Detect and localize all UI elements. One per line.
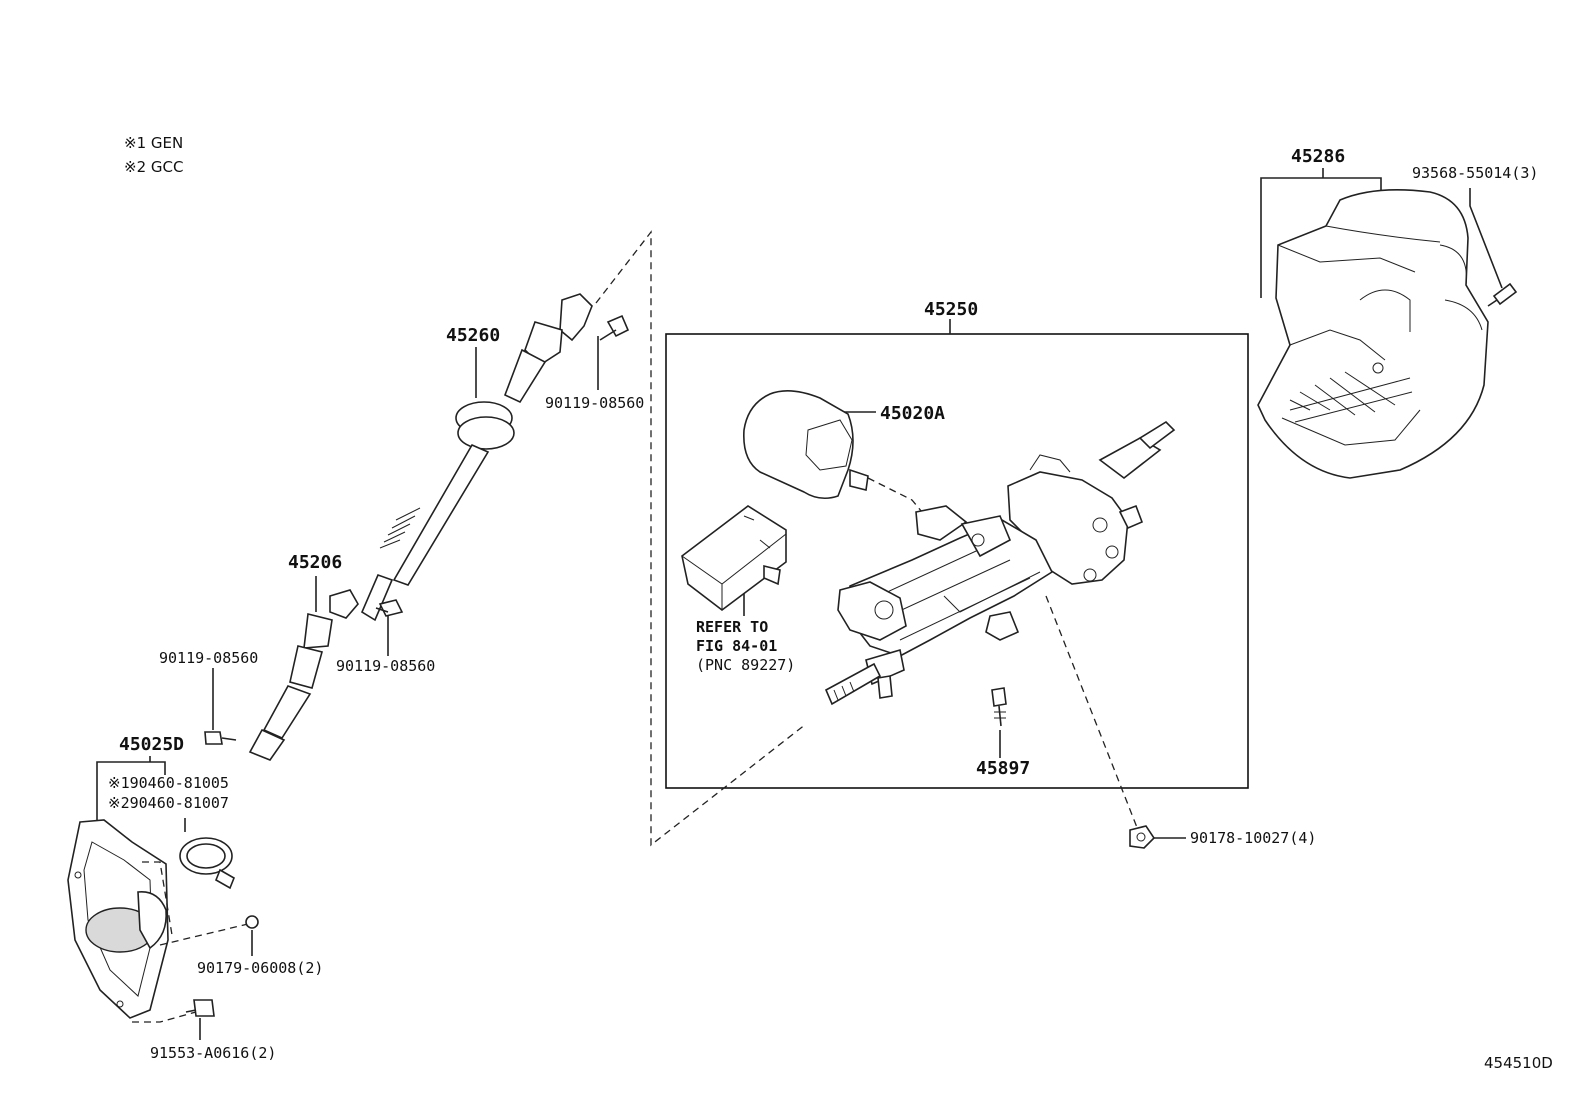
legend-item-gen: ※1 GEN xyxy=(124,136,183,151)
callout-90178-10027[interactable]: 90178-10027(4) xyxy=(1190,829,1317,847)
column-cover-part xyxy=(1257,188,1489,479)
bolt-90119-mid-part xyxy=(375,599,404,617)
dashed-nut-90178 xyxy=(1045,595,1139,831)
dashed-45020A xyxy=(867,477,923,513)
bolt-91553-part xyxy=(185,999,215,1017)
legend-mark: ※1 xyxy=(124,134,147,152)
leader-93568 xyxy=(1469,188,1503,289)
bolt-90119-top-part xyxy=(599,314,630,341)
dashed-cover-top xyxy=(142,861,173,936)
callout-45250[interactable]: 45250 xyxy=(924,299,979,320)
reference-line-2: FIG 84-01 xyxy=(696,637,778,655)
reference-link[interactable]: REFER TO FIG 84-01 (PNC 89227) xyxy=(696,620,795,673)
bracket-45286 xyxy=(1260,177,1382,298)
callout-90119-08560-top[interactable]: 90119-08560 xyxy=(545,394,645,412)
switch-unit-part xyxy=(681,505,787,612)
dashed-bolt-91553 xyxy=(132,1011,197,1023)
callout-45897[interactable]: 45897 xyxy=(976,758,1031,779)
callout-90119-08560-left[interactable]: 90119-08560 xyxy=(159,649,259,667)
screw-93568-part xyxy=(1487,282,1518,307)
bracket-45025D xyxy=(96,761,166,820)
bolt-90119-left-part xyxy=(204,731,237,745)
legend-item-gcc: ※2 GCC xyxy=(124,160,183,175)
bolt-45897-part xyxy=(991,687,1007,727)
clamp-ring-90460-part xyxy=(179,837,236,890)
lower-shaft-part xyxy=(248,589,359,761)
callout-45025D[interactable]: 45025D xyxy=(119,734,185,755)
reference-line-3: (PNC 89227) xyxy=(696,656,796,674)
dashed-nut-90179 xyxy=(159,923,249,946)
nut-90179-part xyxy=(245,915,259,929)
callout-45286[interactable]: 45286 xyxy=(1291,146,1346,167)
dashed-projection-shaft xyxy=(595,230,807,847)
legend-text: GCC xyxy=(150,158,184,176)
callout-91553-A0616[interactable]: 91553-A0616(2) xyxy=(150,1044,277,1062)
callout-90460-81005[interactable]: ※190460-81005 xyxy=(108,774,229,792)
legend-mark: ※2 xyxy=(124,158,147,176)
steering-column-part xyxy=(824,420,1176,706)
callout-90179-06008[interactable]: 90179-06008(2) xyxy=(197,959,324,977)
nut-90178-part xyxy=(1129,825,1156,849)
callout-90460-81007[interactable]: ※290460-81007 xyxy=(108,794,229,812)
callout-93568-55014[interactable]: 93568-55014(3) xyxy=(1412,164,1539,182)
callout-45206[interactable]: 45206 xyxy=(288,552,343,573)
assembly-box-45250 xyxy=(665,333,1249,789)
callout-90119-08560-mid[interactable]: 90119-08560 xyxy=(336,657,436,675)
hole-cover-part xyxy=(67,819,169,1019)
callout-45260[interactable]: 45260 xyxy=(446,325,501,346)
callout-45020A[interactable]: 45020A xyxy=(880,403,946,424)
legend-text: GEN xyxy=(150,134,184,152)
figure-id: 454510D xyxy=(1484,1054,1553,1072)
module-45020A-part xyxy=(743,390,869,500)
reference-line-1: REFER TO xyxy=(696,618,769,636)
intermediate-shaft-part xyxy=(360,293,593,622)
